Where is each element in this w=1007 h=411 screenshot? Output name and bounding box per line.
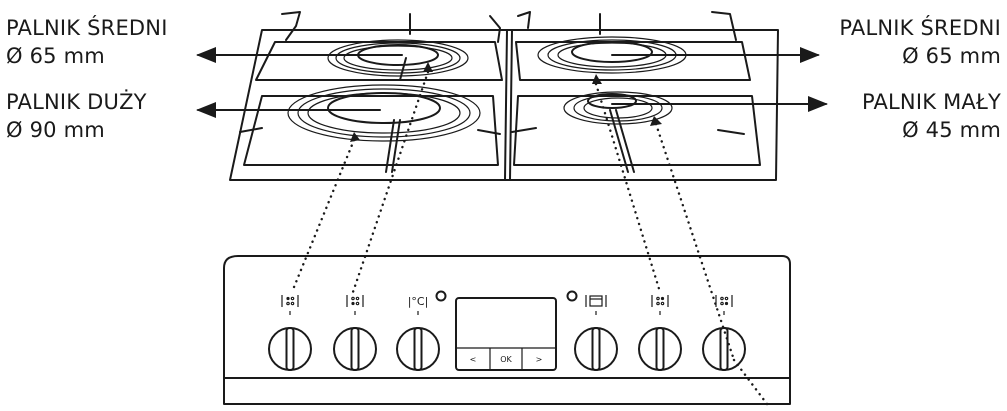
display-prev-button[interactable]: < bbox=[470, 355, 477, 364]
label-size: Ø 65 mm bbox=[902, 44, 1001, 68]
label-name: PALNIK ŚREDNI bbox=[839, 16, 1001, 40]
knob[interactable] bbox=[702, 327, 746, 371]
burner-symbol-icon bbox=[715, 295, 733, 307]
burner-large-left bbox=[287, 84, 481, 142]
knob-symbols: |°C| bbox=[281, 295, 733, 315]
hob bbox=[196, 11, 828, 181]
indicator-light-left bbox=[435, 290, 447, 302]
indicator-light-right bbox=[566, 290, 578, 302]
burner-symbol-icon bbox=[651, 295, 669, 307]
hob-body bbox=[229, 29, 779, 181]
label-burner-medium-left: PALNIK ŚREDNI Ø 65 mm bbox=[6, 14, 168, 70]
label-burner-medium-right: PALNIK ŚREDNI Ø 65 mm bbox=[839, 14, 1001, 70]
grate-right bbox=[511, 11, 761, 173]
control-panel: < OK > |°C| bbox=[223, 255, 791, 405]
burner-symbol-icon bbox=[346, 295, 364, 307]
burner-medium-left bbox=[327, 39, 469, 77]
label-burner-small-right: PALNIK MAŁY Ø 45 mm bbox=[862, 88, 1001, 144]
burner-small-right bbox=[563, 91, 673, 125]
label-size: Ø 65 mm bbox=[6, 44, 105, 68]
label-size: Ø 45 mm bbox=[902, 118, 1001, 142]
display-ok-button[interactable]: OK bbox=[500, 355, 512, 364]
grate-left bbox=[239, 11, 503, 173]
knob[interactable] bbox=[638, 327, 682, 371]
label-name: PALNIK MAŁY bbox=[861, 90, 1001, 114]
label-burner-large-left: PALNIK DUŻY Ø 90 mm bbox=[6, 88, 147, 144]
display-next-button[interactable]: > bbox=[536, 355, 543, 364]
oven-temperature-symbol: |°C| bbox=[408, 295, 429, 308]
display: < OK > bbox=[455, 297, 557, 371]
knob[interactable] bbox=[268, 327, 312, 371]
connector-lines bbox=[290, 70, 772, 410]
knob[interactable] bbox=[396, 327, 440, 371]
knob[interactable] bbox=[574, 327, 618, 371]
label-name: PALNIK ŚREDNI bbox=[6, 16, 168, 40]
label-name: PALNIK DUŻY bbox=[6, 90, 147, 114]
burner-symbol-icon bbox=[281, 295, 299, 307]
oven-function-icon bbox=[585, 295, 607, 307]
knob[interactable] bbox=[333, 327, 377, 371]
label-size: Ø 90 mm bbox=[6, 118, 105, 142]
